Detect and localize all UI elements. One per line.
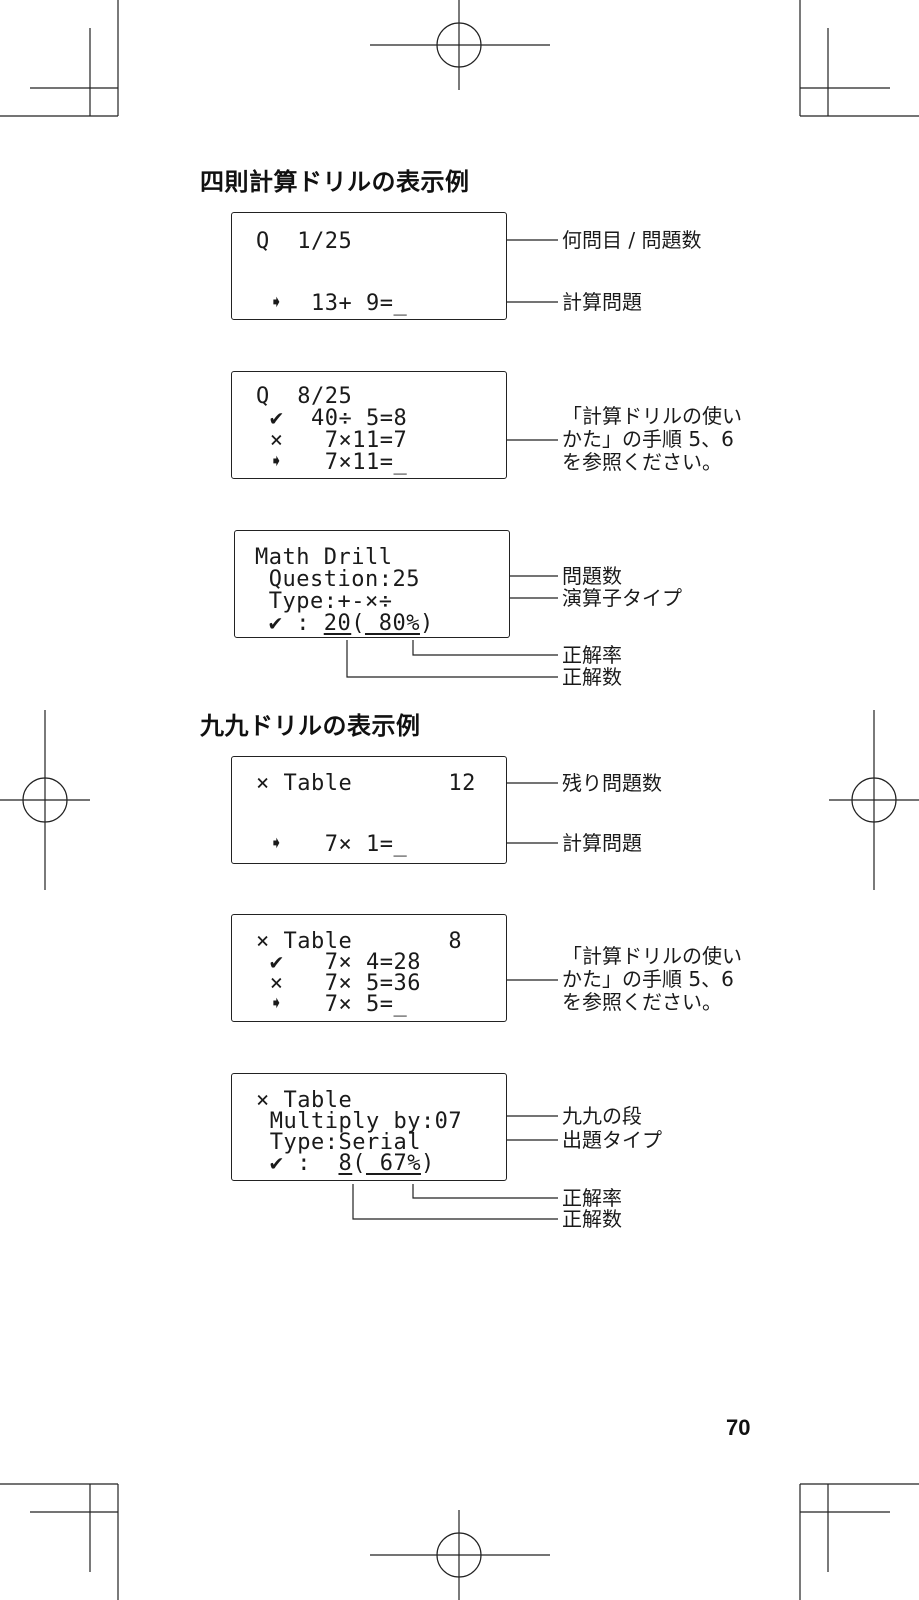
lcd-line: ✔ : 8( 67%) [256, 1153, 435, 1175]
lcd-line: ➧ 13+ 9=_ [256, 291, 408, 316]
paren-open: ( [351, 611, 365, 636]
lcd-line: Type:+-×÷ [255, 589, 393, 614]
lcd-screen: × Table Multiply by:07 Type:Serial ✔ : 8… [231, 1073, 507, 1181]
section-heading: 九九ドリルの表示例 [200, 712, 421, 740]
lcd-line: ➧ 7× 1=_ [256, 832, 408, 857]
lcd-line: Q 8/25 [256, 384, 353, 409]
page-number: 70 [726, 1415, 751, 1440]
callout-note: 「計算ドリルの使い かた」の手順 5、6 を参照ください。 [562, 404, 742, 474]
callout-label: 正解数 [562, 665, 622, 689]
lcd-line: ➧ 7× 5=_ [256, 992, 408, 1017]
lcd-line: Multiply by:07 [256, 1109, 463, 1134]
lcd-line: ✔ : 20( 80%) [255, 613, 434, 635]
lcd-line: × Table 12 [256, 771, 476, 796]
lcd-line: Math Drill [255, 545, 393, 570]
check-label: ✔ : [255, 611, 324, 636]
lcd-line: × 7×11=7 [256, 428, 408, 453]
callout-label: 問題数 [562, 564, 622, 588]
callout-label: 九九の段 [562, 1104, 642, 1128]
callout-label: 出題タイプ [562, 1128, 662, 1152]
lcd-screen: × Table 12 ➧ 7× 1=_ [231, 756, 507, 864]
lcd-line: Question:25 [255, 567, 420, 592]
lcd-line: ✔ 7× 4=28 [256, 950, 421, 975]
callout-label: 計算問題 [562, 290, 642, 314]
callout-label: 計算問題 [562, 831, 642, 855]
lcd-line: Type:Serial [256, 1130, 421, 1155]
callout-label: 演算子タイプ [562, 586, 682, 610]
correct-rate: 67% [365, 1151, 421, 1176]
lcd-line: ✔ 40÷ 5=8 [256, 406, 408, 431]
paren-close: ) [420, 1151, 435, 1176]
lcd-screen: Math Drill Question:25 Type:+-×÷ ✔ : 20(… [234, 530, 510, 638]
lcd-screen: Q 8/25 ✔ 40÷ 5=8 × 7×11=7 ➧ 7×11=_ [231, 371, 507, 479]
lcd-screen: Q 1/25 ➧ 13+ 9=_ [231, 212, 507, 320]
callout-label: 正解率 [562, 1186, 622, 1210]
check-label: ✔ : [256, 1151, 339, 1176]
section-heading: 四則計算ドリルの表示例 [200, 168, 470, 196]
lcd-screen: × Table 8 ✔ 7× 4=28 × 7× 5=36 ➧ 7× 5=_ [231, 914, 507, 1022]
correct-count: 8 [338, 1151, 353, 1176]
callout-label: 正解率 [562, 643, 622, 667]
correct-count: 20 [323, 611, 352, 636]
callout-label: 正解数 [562, 1207, 622, 1231]
callout-label: 残り問題数 [562, 771, 662, 795]
lcd-line: × Table [256, 1088, 353, 1113]
callout-note: 「計算ドリルの使い かた」の手順 5、6 を参照ください。 [562, 944, 742, 1014]
lcd-line: ➧ 7×11=_ [256, 450, 408, 475]
paren-close: ) [419, 611, 434, 636]
callout-label: 何問目 / 問題数 [562, 228, 702, 252]
lcd-line: Q 1/25 [256, 229, 353, 254]
lcd-line: × Table 8 [256, 929, 463, 954]
correct-rate: 80% [364, 611, 420, 636]
paren-open: ( [352, 1151, 366, 1176]
lcd-line: × 7× 5=36 [256, 971, 421, 996]
